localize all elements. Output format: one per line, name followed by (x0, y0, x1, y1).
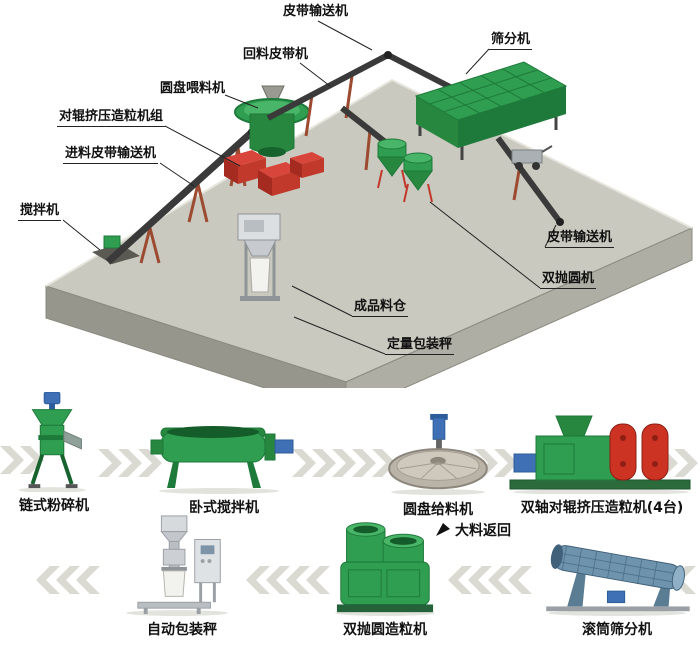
callout-belt-conveyor-right: 皮带输送机 (545, 230, 615, 248)
double-polisher-image (335, 522, 435, 616)
machine-label: 卧式搅拌机 (189, 500, 259, 516)
callout-finished-product-silo: 成品料仓 (352, 299, 409, 317)
callout-roller-granulator-set: 对辊挤压造粒机组 (57, 109, 166, 127)
chain-crusher-image (18, 392, 86, 492)
return-material-label: 大料返回 (434, 520, 511, 540)
disc-feeder-image (388, 413, 488, 496)
gallery-roller-granulator: 双轴对辊挤压造粒机(4台) (506, 398, 698, 517)
gallery-double-polisher-granulator: 双抛圆造粒机 (324, 516, 446, 639)
machine-label: 圆盘给料机 (403, 502, 473, 518)
gallery-disc-feeder: 圆盘给料机 (382, 412, 494, 519)
flow-chevrons-left (36, 566, 102, 598)
flow-chevrons-left (246, 566, 332, 598)
double-polisher-machines (377, 138, 433, 203)
callout-screening-machine: 筛分机 (489, 32, 533, 50)
plant-scene (44, 20, 694, 388)
machine-label: 滚筒筛分机 (582, 622, 652, 638)
roller-granulator-image (509, 415, 691, 494)
belt-conveyor-right-machine (495, 136, 564, 226)
flow-chevrons-right (98, 449, 164, 481)
callout-belt-conveyor-top: 皮带输送机 (283, 4, 349, 19)
gallery-horizontal-mixer: 卧式搅拌机 (148, 410, 300, 517)
machine-label: 自动包装秤 (147, 622, 217, 638)
screening-machine-body (414, 61, 568, 160)
callout-leader-lines (62, 20, 557, 355)
flow-chevrons-left (448, 566, 534, 598)
belt-conveyor-top-machine (384, 51, 454, 91)
callout-packing-scale: 定量包装秤 (385, 337, 455, 355)
roller-granulator-set-machines (224, 150, 324, 196)
callout-mixer: 搅拌机 (18, 203, 62, 221)
return-material-text: 大料返回 (455, 523, 511, 539)
gallery-drum-screen: 滚筒筛分机 (536, 528, 698, 639)
horizontal-mixer-image (150, 426, 294, 494)
callout-double-polisher: 双抛圆机 (540, 271, 597, 289)
machine-label: 链式粉碎机 (19, 498, 89, 514)
material-cart (511, 145, 553, 170)
callout-feed-belt-conveyor: 进料皮带输送机 (63, 146, 159, 164)
auto-packing-scale-image (126, 515, 229, 616)
silo-packing-station (237, 213, 281, 301)
return-arrow-icon (436, 523, 450, 536)
callout-return-belt: 回料皮带机 (243, 47, 309, 62)
machine-label: 双抛圆造粒机 (343, 622, 427, 638)
machine-label: 双轴对辊挤压造粒机(4台) (520, 500, 684, 516)
gallery-auto-packing-scale: 自动包装秤 (116, 512, 248, 639)
callout-disc-feeder: 圆盘喂料机 (160, 81, 226, 96)
drum-screen-image (546, 544, 690, 616)
gallery-chain-crusher: 链式粉碎机 (0, 392, 108, 515)
